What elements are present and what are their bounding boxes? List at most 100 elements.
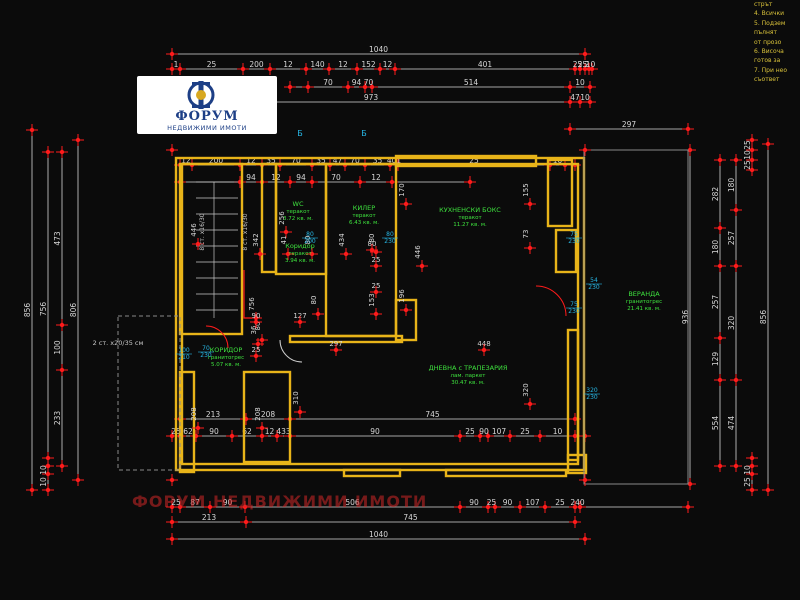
- living-right-wall: [566, 328, 580, 462]
- dimension-tick-marker: [717, 157, 723, 163]
- stair-wall: [178, 162, 244, 336]
- room-floor: теракот: [286, 209, 310, 215]
- dimension-label: 320: [522, 383, 530, 396]
- dimension-tick-marker: [354, 66, 360, 72]
- kitchen-right-wall: [546, 158, 574, 228]
- dimension-tick-marker: [733, 157, 739, 163]
- dimension-tick-marker: [733, 377, 739, 383]
- dimension-label: 47: [333, 156, 343, 165]
- dimension-tick-marker: [749, 471, 755, 477]
- door-swing: [279, 339, 303, 363]
- dimension-label: 554: [711, 416, 720, 431]
- dimension-label: 87: [190, 498, 200, 507]
- note-line: 5. Подзем: [754, 19, 786, 27]
- dimension-label: 90: [479, 427, 489, 436]
- dimension-label: 10: [553, 427, 563, 436]
- room-name: ВЕРАНДА: [628, 290, 660, 298]
- dimension-label: 10: [575, 78, 585, 87]
- opening-size: 230: [568, 238, 580, 245]
- dimension-tick-marker: [373, 289, 379, 295]
- dimension-label: 12: [338, 60, 348, 69]
- room-area: 5.07 кв. м.: [211, 362, 241, 368]
- dimension-tick-marker: [733, 263, 739, 269]
- room-floor: теракот: [458, 215, 482, 221]
- dimension-label: 73: [522, 230, 530, 239]
- dimension-label: 25: [520, 427, 530, 436]
- opening-size: 320: [586, 387, 598, 394]
- dimension-label: 12: [265, 427, 275, 436]
- dimension-tick-marker: [717, 225, 723, 231]
- room-name: ДНЕВНА с ТРАПЕЗАРИЯ: [429, 364, 508, 372]
- dimension-label: 257: [727, 231, 736, 246]
- dimension-tick-marker: [389, 179, 395, 185]
- dimension-tick-marker: [357, 179, 363, 185]
- dimension-tick-marker: [45, 471, 51, 477]
- dimension-tick-marker: [582, 477, 588, 483]
- dimension-label: 80: [304, 236, 312, 245]
- dimension-label: 94: [296, 173, 306, 182]
- dimension-tick-marker: [369, 247, 375, 253]
- dimension-tick-marker: [345, 84, 351, 90]
- dimension-tick-marker: [749, 167, 755, 173]
- opening-size: 80: [386, 231, 394, 238]
- stair-arrow: [243, 270, 252, 319]
- dimension-tick-marker: [733, 463, 739, 469]
- corner-column: [566, 453, 588, 475]
- dimension-tick-marker: [229, 433, 235, 439]
- opening-size: 75: [570, 231, 578, 238]
- dimension-label: 514: [464, 78, 479, 87]
- dimension-tick-marker: [45, 463, 51, 469]
- dimension-label: 10: [39, 477, 48, 487]
- dimension-label: 401: [387, 156, 402, 165]
- room-floor: гранитогрес: [626, 299, 662, 305]
- dimension-tick-marker: [257, 251, 263, 257]
- dimension-tick-marker: [542, 504, 548, 510]
- dimension-tick-marker: [287, 84, 293, 90]
- dimension-label: 433: [276, 427, 291, 436]
- partition-wall: [394, 298, 418, 342]
- dimension-label: 107: [525, 498, 540, 507]
- dimension-tick-marker: [373, 263, 379, 269]
- dimension-label: 401: [478, 60, 493, 69]
- dimension-tick-marker: [169, 477, 175, 483]
- dimension-label: 94: [352, 78, 362, 87]
- dimension-tick-marker: [749, 487, 755, 493]
- dimension-label: 2: [585, 60, 590, 69]
- dimension-label: 213: [206, 410, 221, 419]
- dimension-tick-marker: [577, 99, 583, 105]
- dimension-tick-marker: [527, 201, 533, 207]
- dimension-tick-marker: [582, 536, 588, 542]
- dimension-label: 80: [368, 234, 376, 243]
- dimension-label: 90: [503, 498, 513, 507]
- dimension-label: 310: [292, 391, 300, 404]
- dimension-tick-marker: [45, 149, 51, 155]
- dimension-label: 256: [278, 211, 286, 225]
- dimension-tick-marker: [305, 84, 311, 90]
- room-name: Коридор: [285, 242, 315, 250]
- dimension-label: 208: [261, 410, 276, 419]
- dimension-label: 473: [53, 231, 62, 246]
- dimension-tick-marker: [403, 307, 409, 313]
- opening-size: 230: [384, 238, 396, 245]
- dimension-tick-marker: [717, 335, 723, 341]
- dimension-label: 10: [586, 60, 596, 69]
- dimension-label: 129: [711, 352, 720, 367]
- dimension-tick-marker: [285, 251, 291, 257]
- dimension-label: 25: [743, 160, 752, 170]
- opening-size: 80: [306, 231, 314, 238]
- room-name: WC: [293, 200, 304, 208]
- dimension-tick-marker: [59, 322, 65, 328]
- dimension-label: 233: [53, 411, 62, 426]
- dimension-tick-marker: [392, 66, 398, 72]
- dimension-label: 25: [207, 60, 217, 69]
- dimension-tick-marker: [485, 504, 491, 510]
- dimension-tick-marker: [267, 66, 273, 72]
- door-swing: [535, 285, 567, 317]
- dimension-tick-marker: [309, 179, 315, 185]
- dimension-label: 320: [727, 316, 736, 331]
- dimension-tick-marker: [507, 433, 513, 439]
- dimension-tick-marker: [297, 319, 303, 325]
- dimension-tick-marker: [373, 311, 379, 317]
- dimension-tick-marker: [485, 433, 491, 439]
- dimension-label: 35: [316, 156, 326, 165]
